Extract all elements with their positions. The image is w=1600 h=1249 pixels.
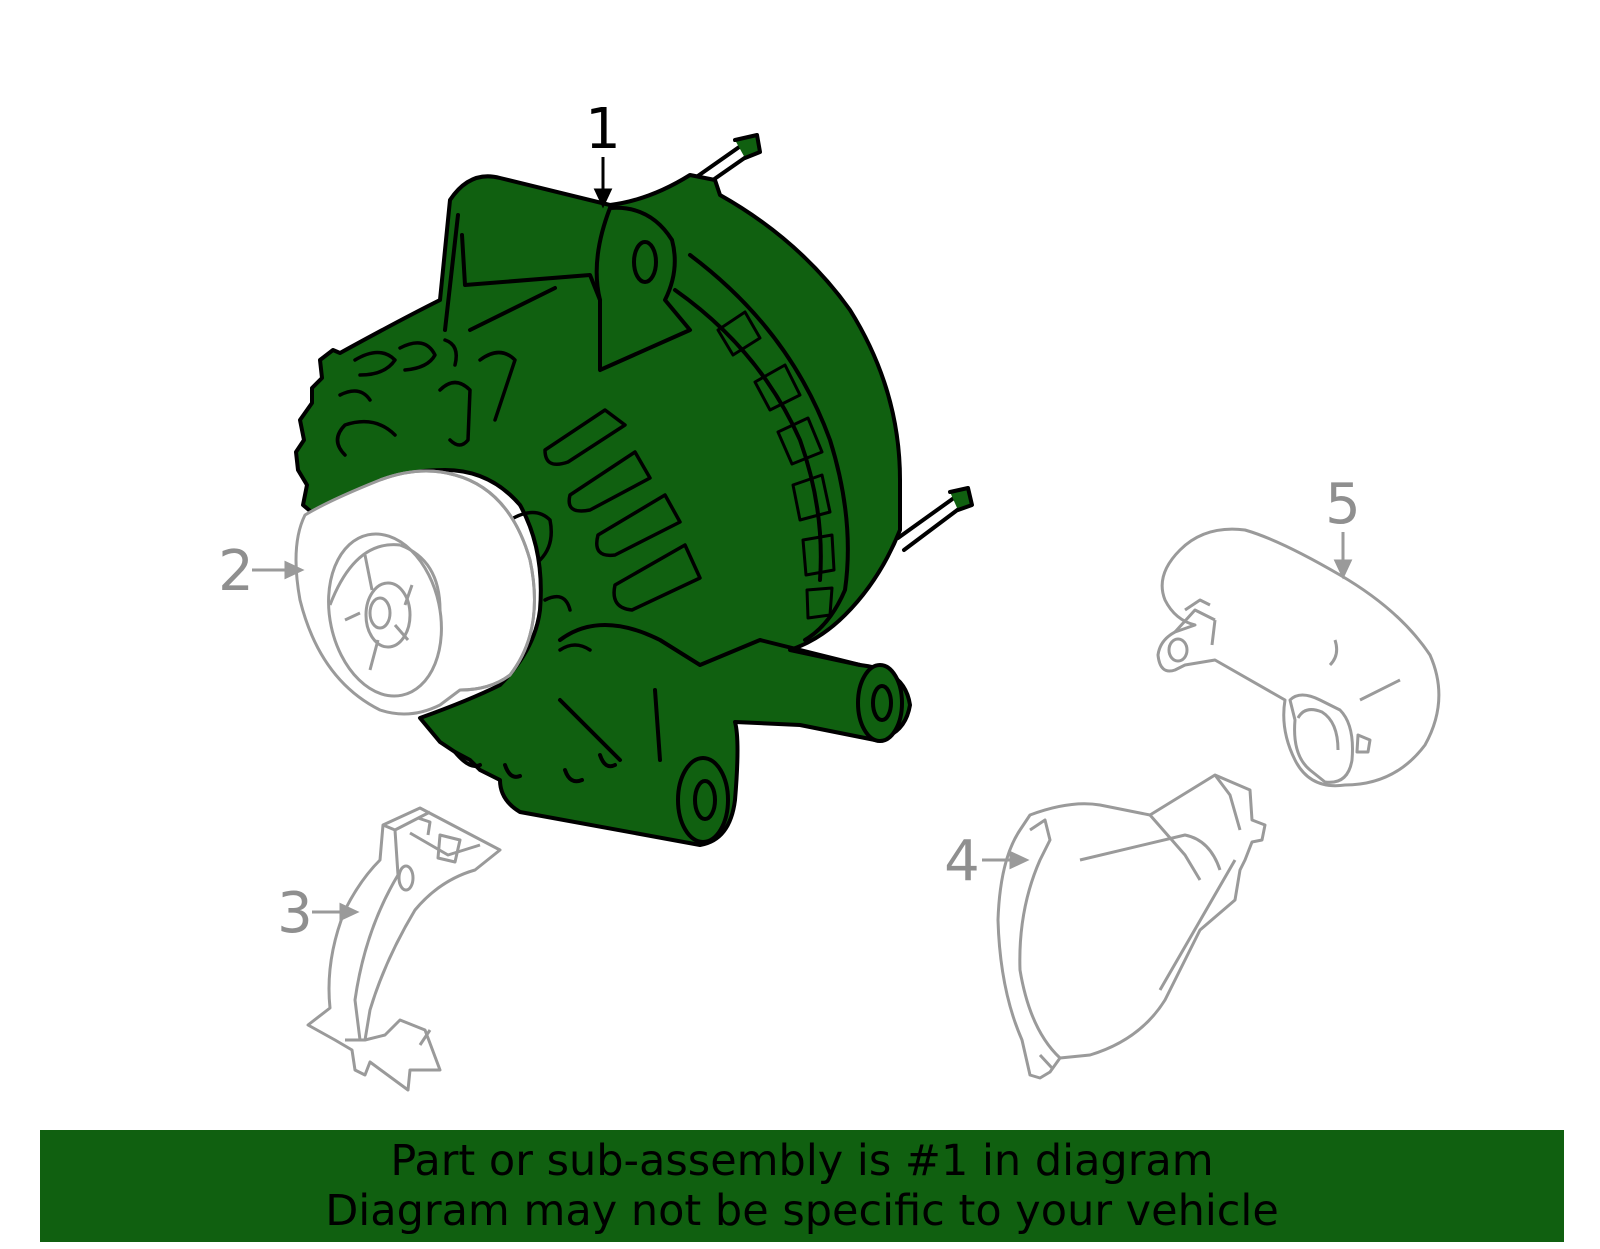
info-banner: Part or sub-assembly is #1 in diagram Di… — [40, 1130, 1564, 1242]
callout-number-4: 4 — [944, 829, 980, 894]
callout-arrow-5 — [1333, 532, 1353, 580]
terminal-cover-part-5[interactable] — [1156, 527, 1441, 788]
alternator-part-1[interactable] — [294, 133, 974, 847]
banner-line-1: Part or sub-assembly is #1 in diagram — [390, 1136, 1214, 1186]
callout-arrow-2 — [252, 560, 305, 580]
callout-number-2: 2 — [218, 539, 254, 604]
callout-arrow-3 — [312, 902, 360, 922]
pulley-part-2[interactable] — [294, 469, 536, 716]
callout-number-5: 5 — [1325, 472, 1361, 537]
bracket-part-3[interactable] — [306, 806, 502, 1092]
rear-cover-part-4[interactable] — [996, 773, 1267, 1080]
banner-line-2: Diagram may not be specific to your vehi… — [325, 1186, 1279, 1236]
callout-number-1: 1 — [585, 97, 621, 162]
callout-arrow-1 — [593, 157, 613, 209]
callout-number-3: 3 — [277, 881, 313, 946]
callout-arrow-4 — [982, 850, 1030, 870]
